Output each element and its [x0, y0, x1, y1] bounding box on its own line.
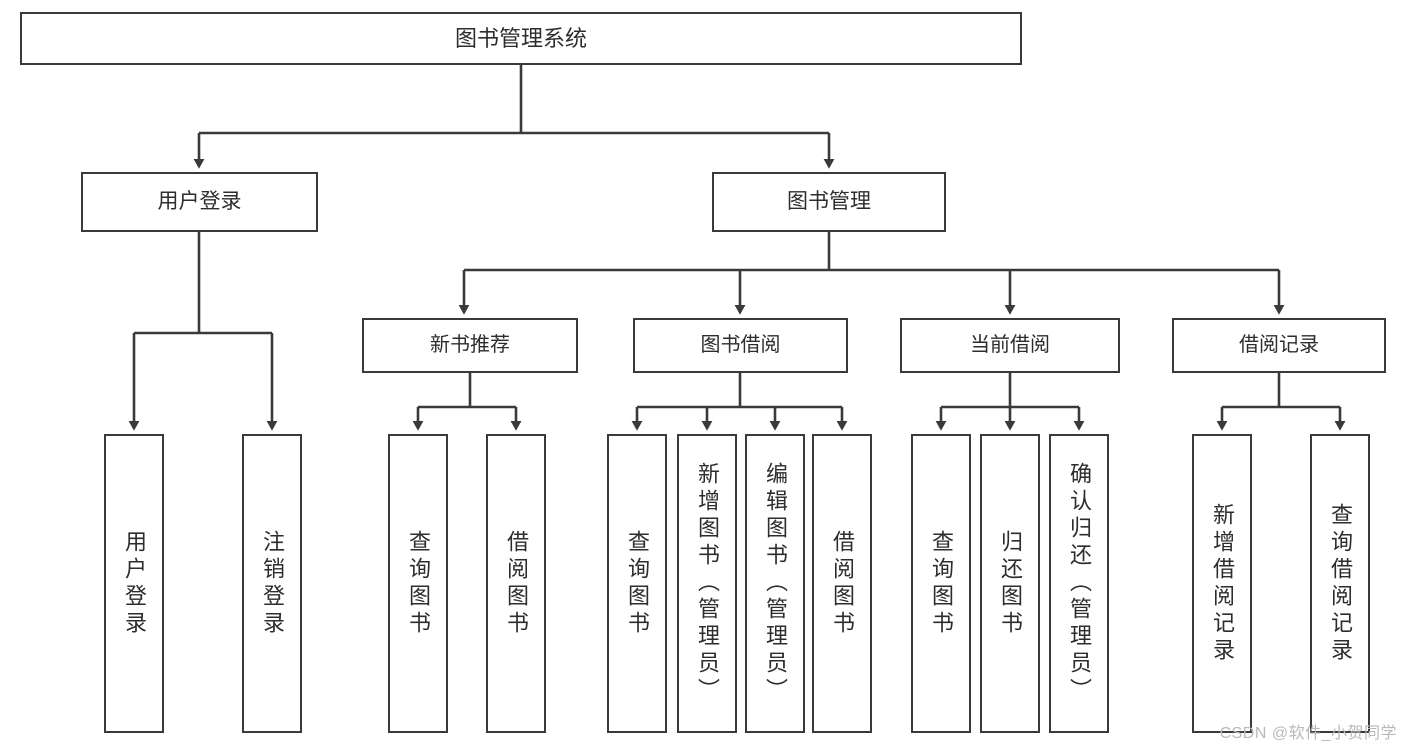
leaf-label: 查询图书: [929, 529, 954, 638]
leaf-label: 注销登录: [260, 529, 285, 638]
node-label: 新书推荐: [430, 334, 510, 356]
leaf-label: 确认归还（管理员）: [1067, 462, 1092, 705]
node-label: 图书借阅: [700, 334, 781, 356]
leaf-recommend-borrow-book[interactable]: 借阅图书: [486, 434, 546, 733]
leaf-recommend-query-book[interactable]: 查询图书: [388, 434, 448, 733]
node-label: 当前借阅: [970, 334, 1050, 356]
leaf-record-query-record[interactable]: 查询借阅记录: [1310, 434, 1370, 733]
leaf-borrow-borrow-book[interactable]: 借阅图书: [812, 434, 872, 733]
csdn-watermark: CSDN @软件_小贺同学: [1219, 725, 1397, 742]
node-borrow-record[interactable]: 借阅记录: [1172, 318, 1386, 373]
leaf-record-add-record[interactable]: 新增借阅记录: [1192, 434, 1252, 733]
leaf-label: 借阅图书: [504, 529, 529, 638]
leaf-current-return-book[interactable]: 归还图书: [980, 434, 1040, 733]
leaf-label: 查询图书: [406, 529, 431, 638]
leaf-label: 查询图书: [625, 529, 650, 638]
node-label: 借阅记录: [1239, 334, 1319, 356]
node-label: 图书管理: [787, 189, 871, 213]
leaf-borrow-add-book-admin[interactable]: 新增图书（管理员）: [677, 434, 737, 733]
node-user-login[interactable]: 用户登录: [81, 172, 318, 232]
node-book-borrow[interactable]: 图书借阅: [633, 318, 848, 373]
leaf-label: 编辑图书（管理员）: [763, 462, 788, 705]
leaf-current-query-book[interactable]: 查询图书: [911, 434, 971, 733]
leaf-label: 新增图书（管理员）: [695, 462, 720, 705]
leaf-label: 借阅图书: [830, 529, 855, 638]
leaf-current-confirm-return-admin[interactable]: 确认归还（管理员）: [1049, 434, 1109, 733]
leaf-borrow-query-book[interactable]: 查询图书: [607, 434, 667, 733]
node-book-management[interactable]: 图书管理: [712, 172, 946, 232]
leaf-user-login-login[interactable]: 用户登录: [104, 434, 164, 733]
leaf-label: 用户登录: [122, 529, 147, 638]
node-new-book-recommend[interactable]: 新书推荐: [362, 318, 578, 373]
node-root-system[interactable]: 图书管理系统: [20, 12, 1022, 65]
node-label: 用户登录: [157, 189, 242, 213]
leaf-label: 查询借阅记录: [1328, 502, 1353, 665]
node-current-borrow[interactable]: 当前借阅: [900, 318, 1120, 373]
node-label: 图书管理系统: [454, 25, 587, 51]
leaf-borrow-edit-book-admin[interactable]: 编辑图书（管理员）: [745, 434, 805, 733]
leaf-user-login-logout[interactable]: 注销登录: [242, 434, 302, 733]
leaf-label: 归还图书: [998, 529, 1023, 638]
leaf-label: 新增借阅记录: [1210, 502, 1235, 665]
